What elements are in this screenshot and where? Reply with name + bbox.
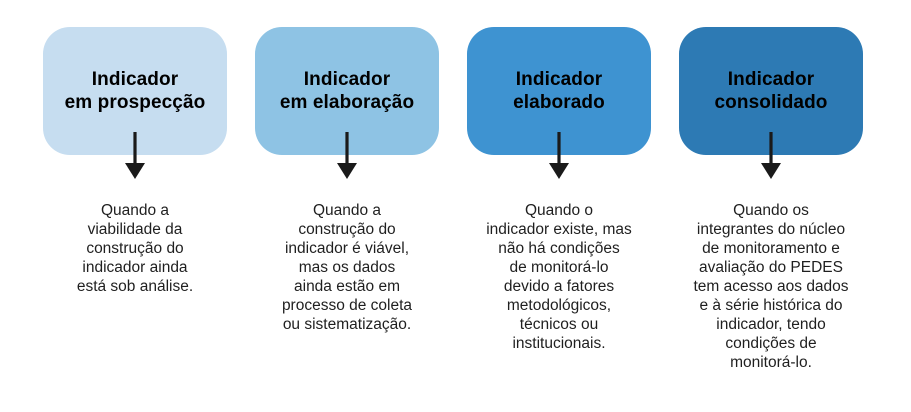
stage-column-elaborado: Indicador elaborado Quando o indicador e… xyxy=(467,27,651,412)
down-arrow-icon xyxy=(337,132,357,179)
stage-title: Indicador em elaboração xyxy=(279,69,415,113)
down-arrow-icon xyxy=(125,132,145,179)
stage-column-consolidado: Indicador consolidado Quando os integran… xyxy=(679,27,863,412)
stage-title: Indicador em prospecção xyxy=(64,69,206,113)
stage-description: Quando a viabilidade da construção do in… xyxy=(76,202,194,295)
stage-title: Indicador consolidado xyxy=(714,69,828,113)
down-arrow-icon xyxy=(761,132,781,179)
stage-column-elaboracao: Indicador em elaboração Quando a constru… xyxy=(255,27,439,412)
stage-description: Quando os integrantes do núcleo de monit… xyxy=(693,202,849,371)
down-arrow-icon xyxy=(549,132,569,179)
stage-title: Indicador elaborado xyxy=(513,69,605,113)
stage-description: Quando o indicador existe, mas não há co… xyxy=(486,202,632,352)
stage-column-prospeccao: Indicador em prospecção Quando a viabili… xyxy=(43,27,227,412)
stage-description: Quando a construção do indicador é viáve… xyxy=(281,202,413,333)
